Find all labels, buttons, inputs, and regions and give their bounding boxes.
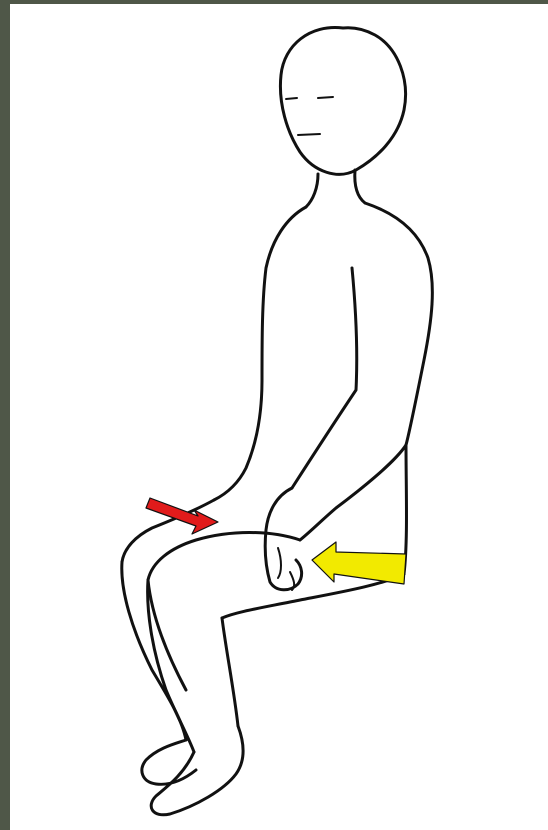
left-eye (286, 98, 297, 99)
yellow-arrow (312, 542, 406, 584)
upper-arm-back (292, 268, 357, 488)
near-shin-front (148, 580, 194, 752)
upper-arm-front (300, 445, 406, 540)
neck-back (355, 170, 365, 203)
mouth (298, 134, 320, 135)
chest-outline (214, 207, 306, 500)
neck-front (306, 174, 318, 207)
thumb (278, 548, 281, 578)
thigh-top-2 (148, 533, 300, 581)
right-eye (318, 97, 333, 98)
back-outline (365, 203, 432, 445)
near-shin-back (222, 618, 238, 726)
head-outline (280, 28, 405, 175)
